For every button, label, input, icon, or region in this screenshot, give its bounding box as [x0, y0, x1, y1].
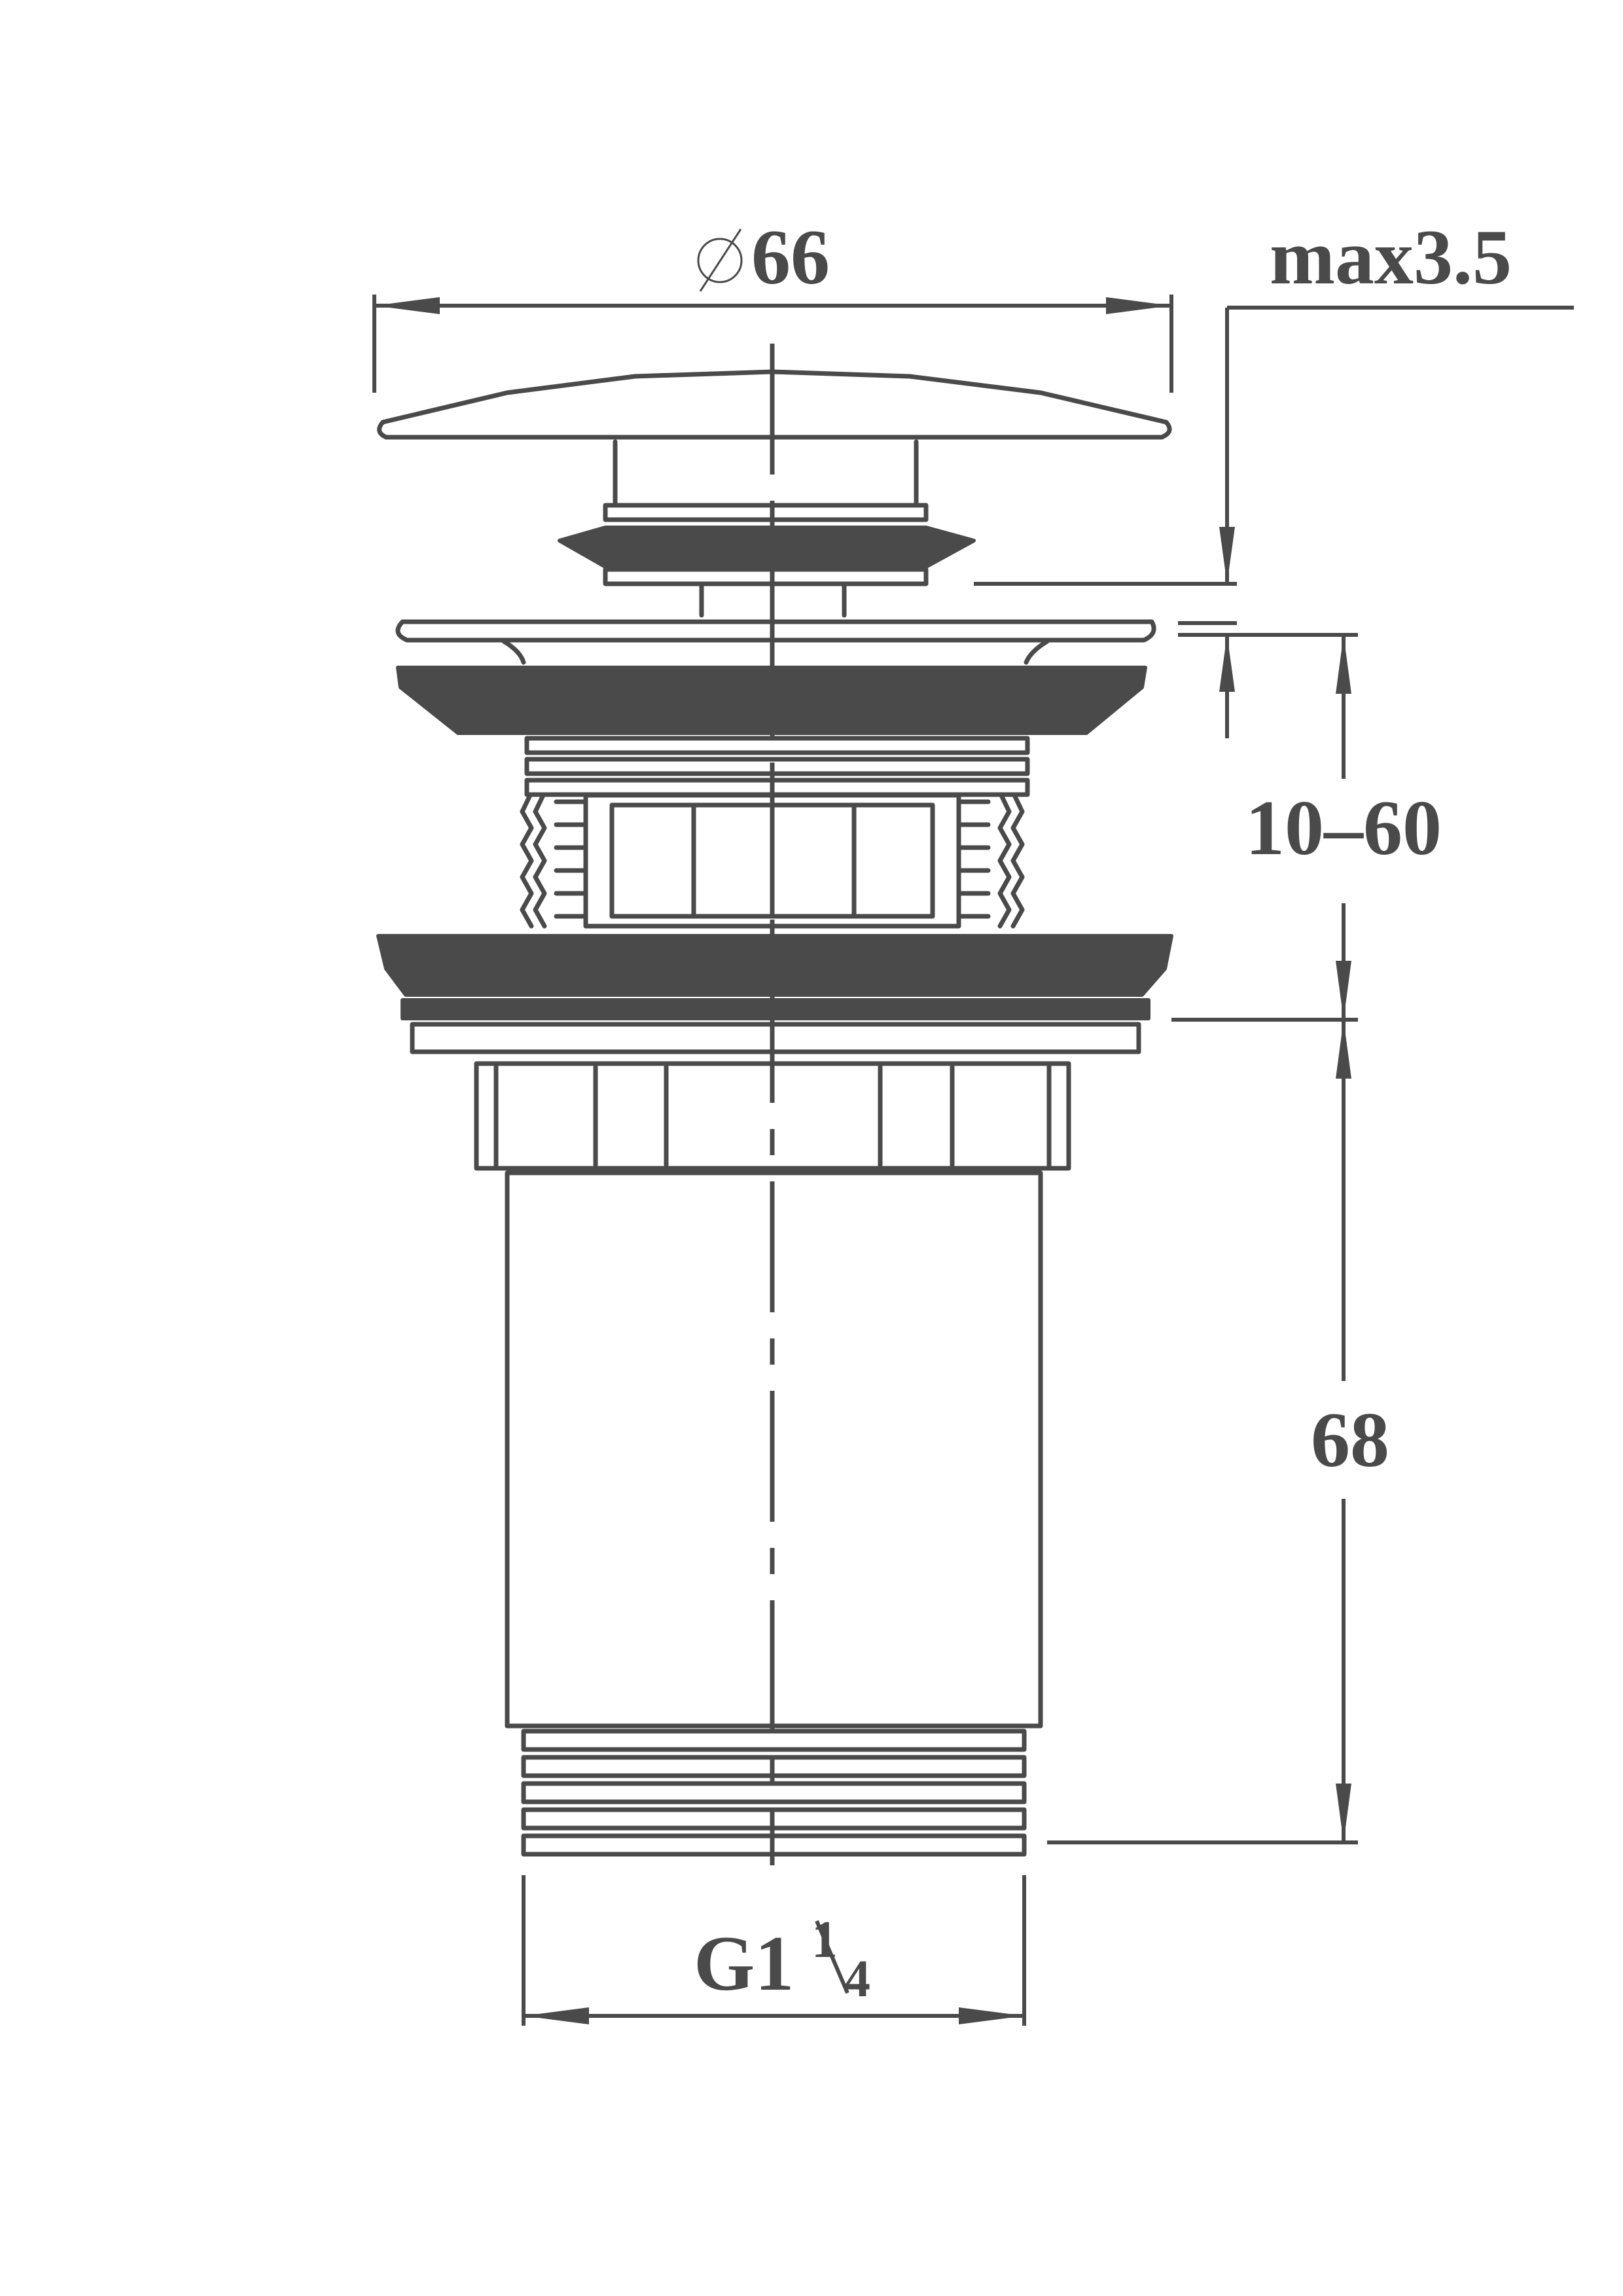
cap-lift-label: max3.5	[1270, 213, 1512, 300]
thread-label-whole: G1	[694, 1920, 794, 2007]
dimension-body-length	[1047, 1020, 1358, 1844]
dimension-diameter	[372, 295, 1173, 393]
thread-label-denominator: 4	[844, 1950, 870, 2008]
dimension-plug-height	[1171, 635, 1358, 1022]
diameter-icon	[697, 228, 743, 292]
thread-label: G1 1 4	[694, 1911, 870, 2008]
dimension-thread	[522, 1875, 1026, 2026]
thread-label-fraction-bar	[815, 1920, 849, 1994]
diameter-value: 66	[751, 213, 830, 300]
flange	[395, 619, 1156, 735]
dimension-cap-lift	[974, 306, 1574, 738]
lower-nut	[376, 934, 1173, 1171]
plug-head	[558, 503, 976, 618]
plug-height-label: 10–60	[1245, 784, 1442, 871]
upper-thread	[520, 736, 1030, 929]
body-length-label: 68	[1311, 1396, 1389, 1483]
